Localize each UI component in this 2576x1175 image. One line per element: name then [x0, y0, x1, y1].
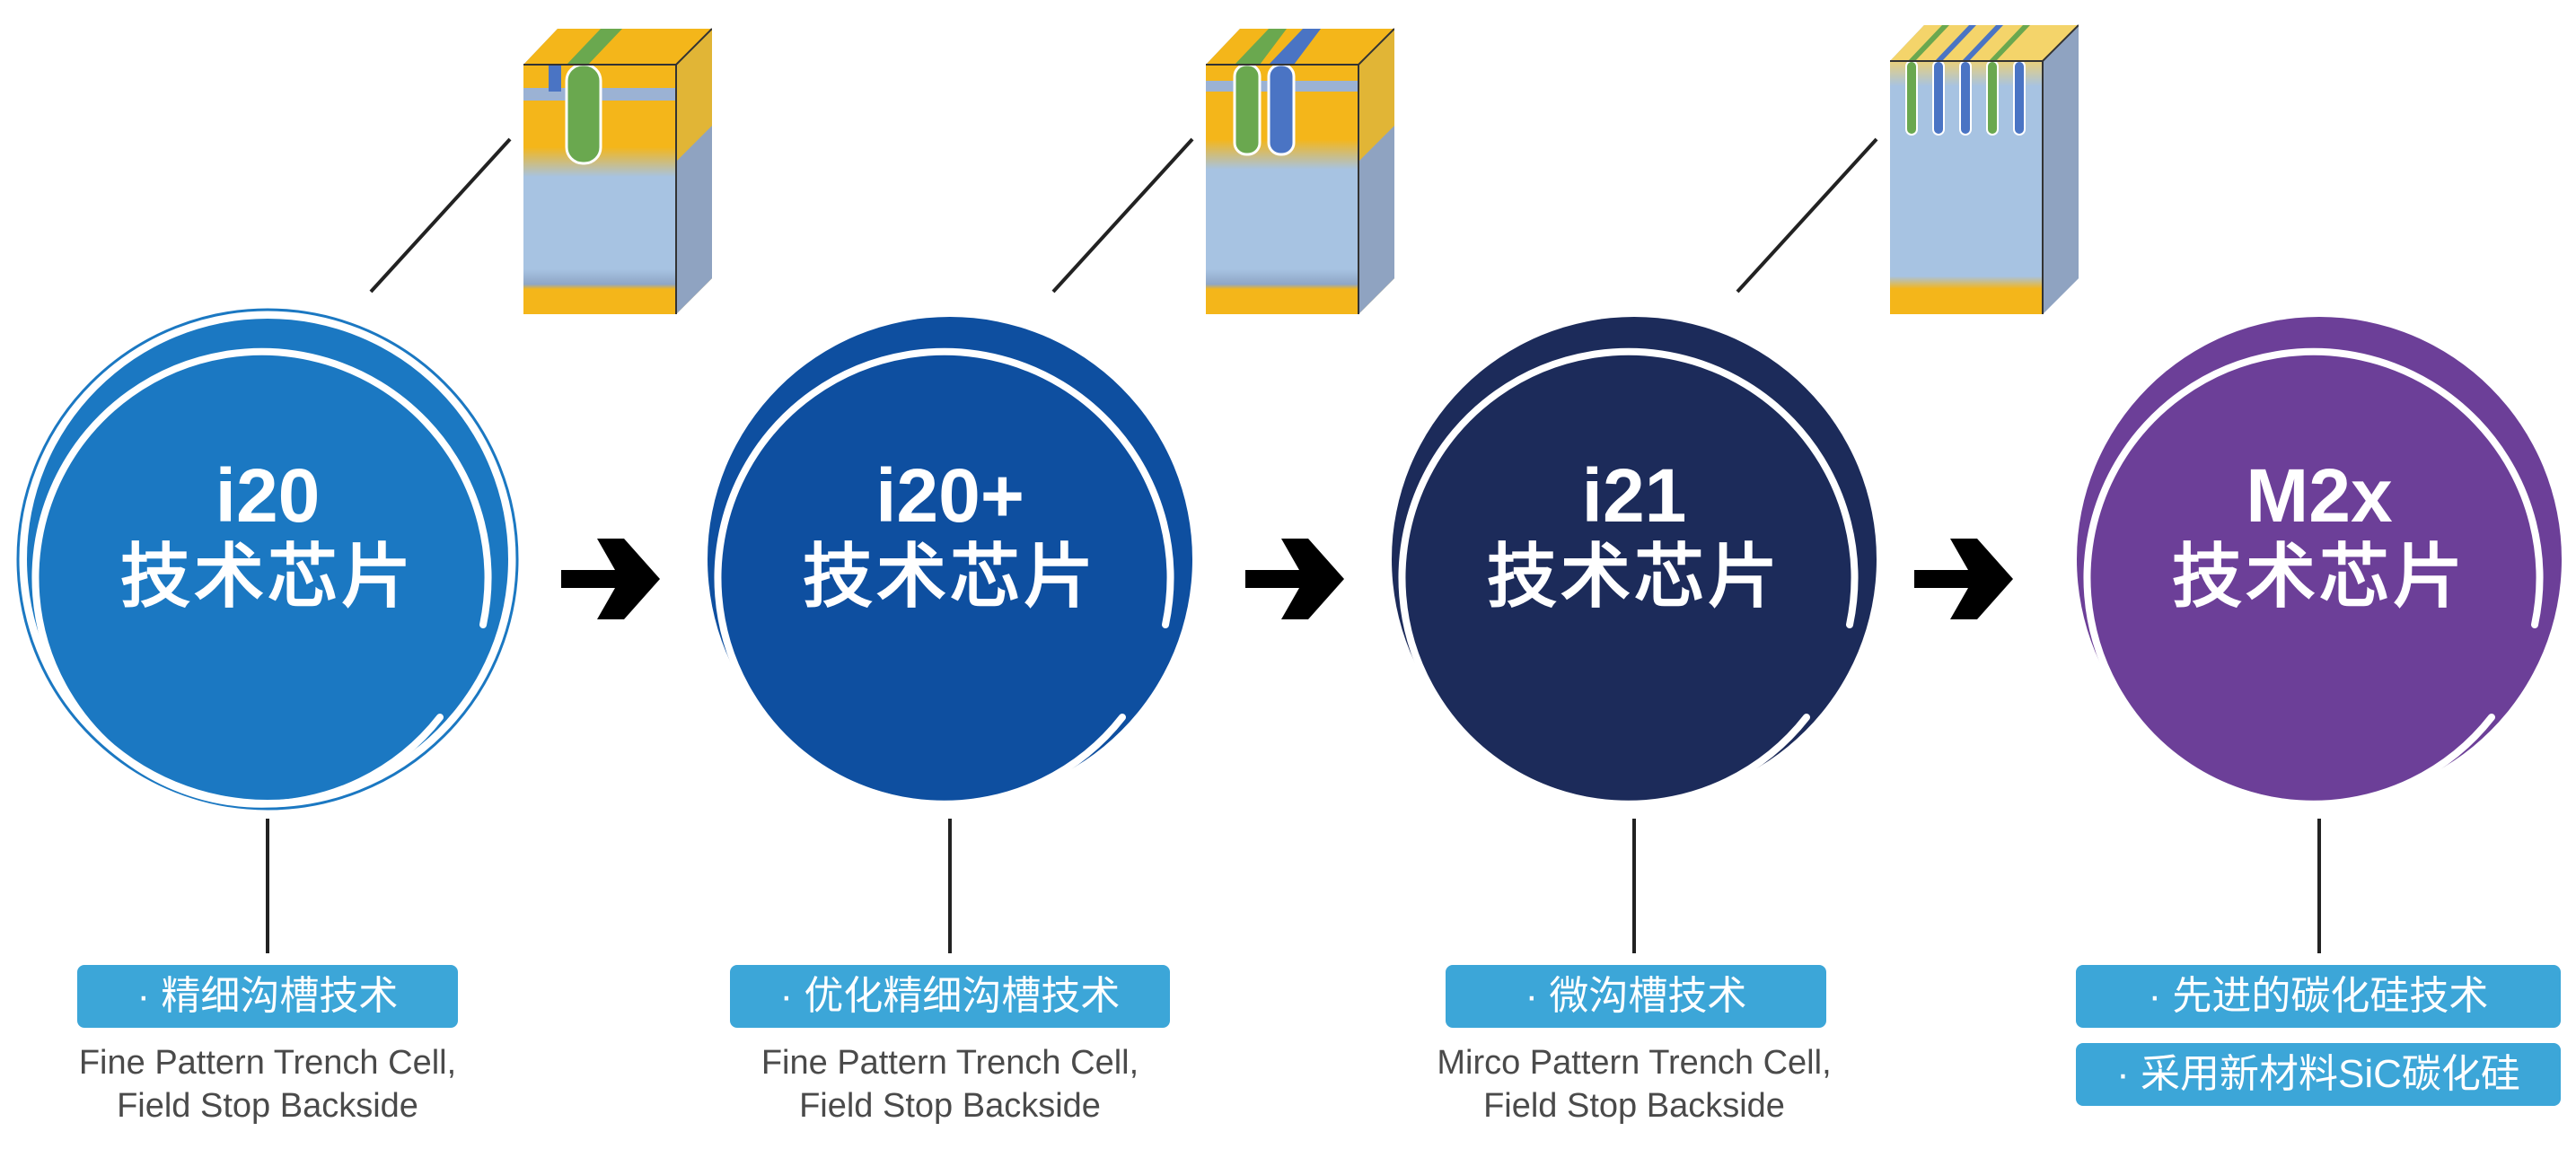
stage-name: i20+ — [875, 453, 1024, 538]
feature-tag: · 微沟槽技术 — [1446, 965, 1826, 1028]
feature-tag: · 采用新材料SiC碳化硅 — [2076, 1043, 2561, 1106]
stage-subtitle: 技术芯片 — [119, 537, 415, 616]
stem-line — [2317, 819, 2321, 953]
desc-line: Fine Pattern Trench Cell, — [760, 1044, 1139, 1082]
stage-i20-plus: i20+ 技术芯片 · 优化精细沟槽技术 Fine Pattern Trench… — [699, 0, 1394, 1175]
connector-line — [1736, 137, 1878, 294]
desc-line: Field Stop Backside — [1483, 1087, 1785, 1125]
stage-circle-i20 — [16, 308, 519, 811]
connector-line — [369, 137, 512, 294]
desc-line: Mirco Pattern Trench Cell, — [1437, 1044, 1832, 1082]
stage-circle-m2x — [2077, 317, 2562, 808]
stage-circle-i20-plus — [708, 317, 1192, 808]
feature-description: Fine Pattern Trench Cell, Field Stop Bac… — [699, 1041, 1201, 1127]
feature-tag: · 先进的碳化硅技术 — [2076, 965, 2561, 1028]
stage-label: M2x 技术芯片 — [2068, 455, 2571, 617]
connector-line — [1051, 137, 1194, 294]
feature-tag: · 精细沟槽技术 — [77, 965, 458, 1028]
chip-cross-section-i20 — [523, 28, 712, 314]
stem-line — [266, 819, 269, 953]
stage-i20: i20 技术芯片 · 精细沟槽技术 Fine Pattern Trench Ce… — [16, 0, 712, 1175]
stage-label: i20 技术芯片 — [16, 455, 519, 617]
stage-name: i21 — [1581, 453, 1687, 538]
stage-name: i20 — [215, 453, 321, 538]
feature-tag: · 优化精细沟槽技术 — [730, 965, 1170, 1028]
stem-line — [1632, 819, 1636, 953]
desc-line: Field Stop Backside — [117, 1087, 418, 1125]
stage-subtitle: 技术芯片 — [2171, 537, 2466, 616]
chip-cross-section-i21 — [1890, 24, 2079, 314]
stage-label: i20+ 技术芯片 — [699, 455, 1201, 617]
feature-description: Mirco Pattern Trench Cell, Field Stop Ba… — [1383, 1041, 1886, 1127]
stage-i21: i21 技术芯片 · 微沟槽技术 Mirco Pattern Trench Ce… — [1383, 0, 2079, 1175]
feature-description: Fine Pattern Trench Cell, Field Stop Bac… — [16, 1041, 519, 1127]
desc-line: Fine Pattern Trench Cell, — [78, 1044, 457, 1082]
stage-subtitle: 技术芯片 — [802, 537, 1097, 616]
arrow-right-icon — [561, 539, 660, 619]
arrow-right-icon — [1914, 539, 2013, 619]
stage-name: M2x — [2246, 453, 2393, 538]
stage-subtitle: 技术芯片 — [1486, 537, 1781, 616]
stage-m2x: M2x 技术芯片 · 先进的碳化硅技术 · 采用新材料SiC碳化硅 — [2068, 0, 2571, 1175]
stage-label: i21 技术芯片 — [1383, 455, 1886, 617]
arrow-right-icon — [1245, 539, 1344, 619]
stage-circle-i21 — [1392, 317, 1877, 808]
desc-line: Field Stop Backside — [799, 1087, 1101, 1125]
stem-line — [948, 819, 952, 953]
chip-cross-section-i20-plus — [1206, 28, 1394, 314]
